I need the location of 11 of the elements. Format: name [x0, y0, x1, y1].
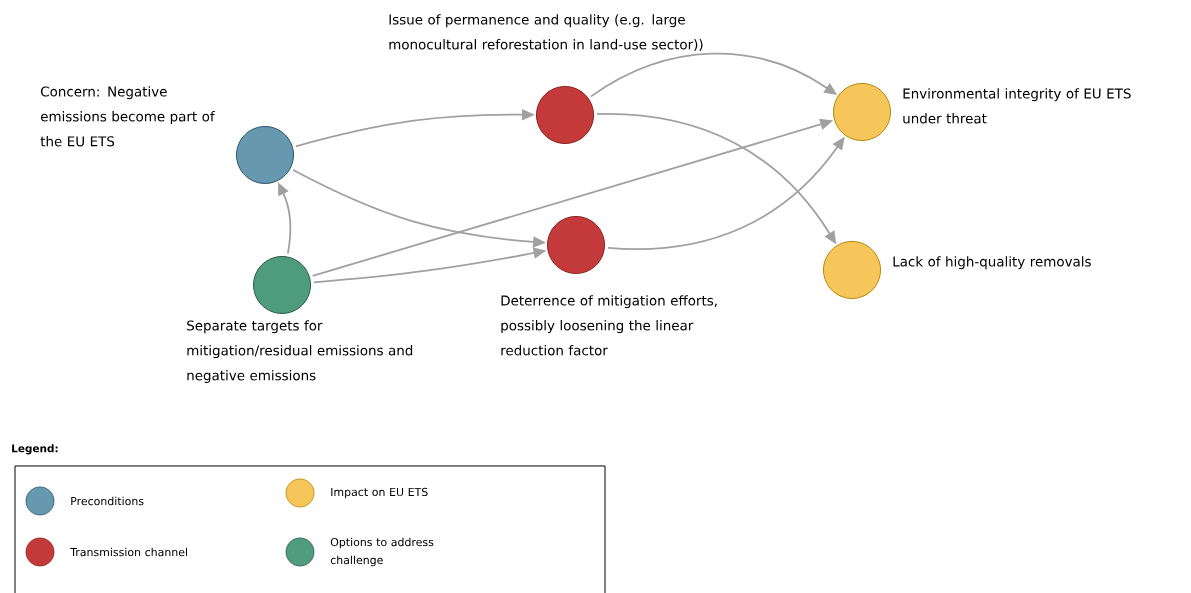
- node-label: Environmental integrity of EU ETS under threat: [903, 88, 1131, 124]
- legend-label: Preconditions: [71, 496, 144, 506]
- node-label: Concern: Negative emissions become part of the EU ETS: [40, 86, 215, 147]
- node-label: Issue of permanence and quality (e.g. large monocultural reforestation in land-use sector)): [389, 14, 703, 52]
- legend-label: Options to address challenge: [330, 537, 434, 567]
- legend-label: Transmission channel: [70, 547, 187, 557]
- node-label: Deterrence of mitigation efforts, possibly loosening the linear reduction factor: [501, 295, 717, 356]
- node-label: Lack of high-quality removals: [893, 256, 1091, 270]
- node-label: Separate targets for mitigation/residual emissions and negative emissions: [187, 320, 413, 383]
- legend-title: Legend:: [12, 444, 58, 455]
- legend-label: Impact on EU ETS: [331, 487, 428, 499]
